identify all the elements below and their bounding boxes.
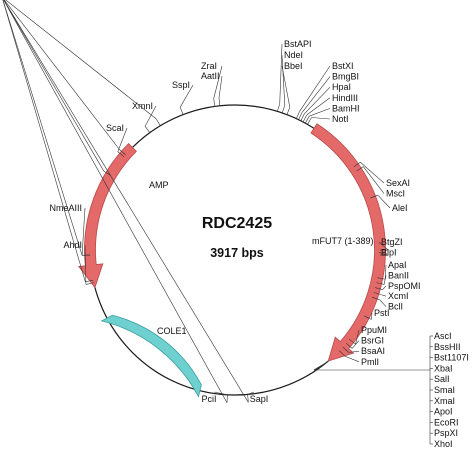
plasmid-size: 3917 bps xyxy=(210,246,264,260)
site-bsshii[interactable]: BssHII xyxy=(434,342,461,352)
site-xcmi[interactable]: XcmI xyxy=(388,291,409,301)
site-bamhi[interactable]: BamHI xyxy=(332,103,360,113)
site-aatii[interactable]: AatII xyxy=(201,71,220,81)
site-sapi[interactable]: SapI xyxy=(250,394,269,404)
site-sexai[interactable]: SexAI xyxy=(386,178,410,188)
site-leader-lines xyxy=(2,0,433,445)
site-pcii[interactable]: PciI xyxy=(201,394,216,404)
site-bsrgi[interactable]: BsrGI xyxy=(361,336,384,346)
site-banii[interactable]: BanII xyxy=(388,270,409,280)
site-alei[interactable]: AleI xyxy=(392,203,408,213)
site-bst1107i[interactable]: Bst1107I xyxy=(434,353,469,363)
site-pspomi[interactable]: PspOMI xyxy=(388,281,421,291)
site-smai[interactable]: SmaI xyxy=(434,385,455,395)
site-xbai[interactable]: XbaI xyxy=(434,363,453,373)
site-xhoi[interactable]: XhoI xyxy=(434,439,453,449)
mfut7-feature-arrow[interactable] xyxy=(310,123,386,362)
amp-feature-arrow[interactable] xyxy=(78,143,137,289)
cole1-label: COLE1 xyxy=(157,326,187,336)
site-scai[interactable]: ScaI xyxy=(106,123,124,133)
site-blpi[interactable]: BlpI xyxy=(381,247,397,257)
site-bbei[interactable]: BbeI xyxy=(284,61,303,71)
site-apoi[interactable]: ApoI xyxy=(434,407,453,417)
site-pspxi[interactable]: PspXI xyxy=(434,428,458,438)
site-bstapi[interactable]: BstAPI xyxy=(284,39,312,49)
site-sspi[interactable]: SspI xyxy=(172,80,190,90)
site-xmai[interactable]: XmaI xyxy=(434,396,455,406)
site-xmni[interactable]: XmnI xyxy=(132,101,153,111)
site-sali[interactable]: SalI xyxy=(434,374,450,384)
site-ppumi[interactable]: PpuMI xyxy=(361,325,387,335)
site-bsaai[interactable]: BsaAI xyxy=(361,346,385,356)
site-ecori[interactable]: EcoRI xyxy=(434,417,459,427)
plasmid-name: RDC2425 xyxy=(202,215,272,232)
site-btgzi[interactable]: BtgZI xyxy=(381,237,403,247)
mfut7-label: mFUT7 (1-389) xyxy=(312,236,374,246)
site-noti[interactable]: NotI xyxy=(332,114,349,124)
cole1-feature-block[interactable] xyxy=(100,314,202,398)
amp-label: AMP xyxy=(149,180,169,190)
site-pmli[interactable]: PmlI xyxy=(361,357,379,367)
site-nmeaiii[interactable]: NmeAIII xyxy=(49,203,82,213)
site-bcli[interactable]: BclI xyxy=(388,302,403,312)
site-bstxi[interactable]: BstXI xyxy=(332,61,354,71)
site-asci[interactable]: AscI xyxy=(434,331,452,341)
site-hpai[interactable]: HpaI xyxy=(332,82,351,92)
site-msci[interactable]: MscI xyxy=(386,189,405,199)
site-ndei[interactable]: NdeI xyxy=(284,50,303,60)
site-hindiii[interactable]: HindIII xyxy=(332,93,358,103)
site-psti[interactable]: PstI xyxy=(374,308,390,318)
site-zrai[interactable]: ZraI xyxy=(201,61,217,71)
site-ahdi[interactable]: AhdI xyxy=(63,240,82,250)
site-apai[interactable]: ApaI xyxy=(388,260,407,270)
site-bmgbi[interactable]: BmgBI xyxy=(332,72,359,82)
